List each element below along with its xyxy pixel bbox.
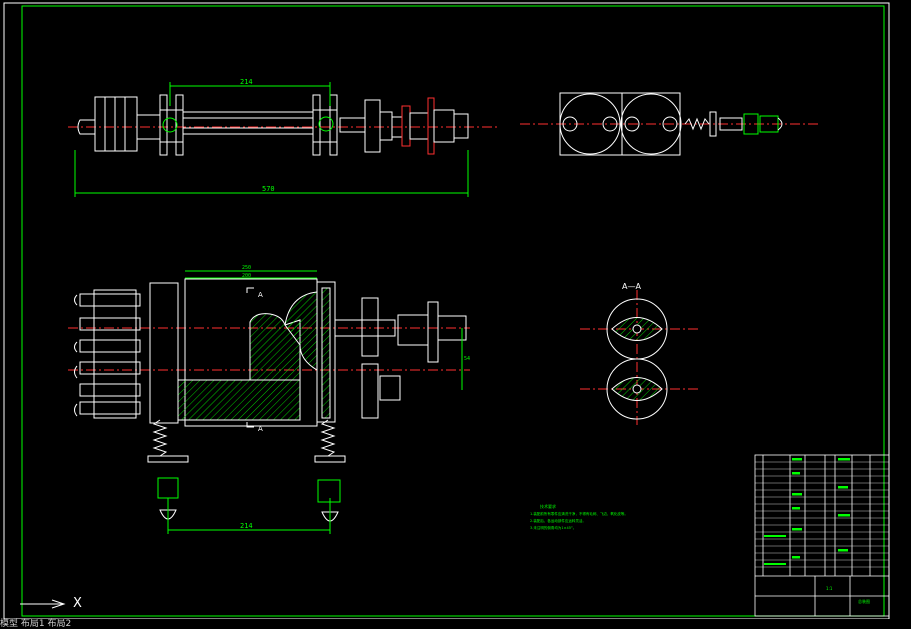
dim-top-lower: 570: [262, 185, 275, 193]
tech-notes-title: 技术要求: [540, 503, 556, 509]
front-view: 250 200 214 54 A A: [68, 265, 470, 534]
drawing-name: 总装图: [858, 598, 870, 604]
ucs-arrow-icon: [20, 599, 66, 609]
ucs-x-label: X: [73, 596, 82, 611]
outer-frame: [3, 2, 890, 620]
tech-notes: 技术要求 1.装配前所有零件应清洗干净，不得有毛刺、飞边、氧化皮等。 2.装配后…: [530, 503, 628, 530]
tech-note-1: 1.装配前所有零件应清洗干净，不得有毛刺、飞边、氧化皮等。: [530, 511, 628, 516]
drawing-scale: 1:1: [826, 586, 833, 591]
parts-list-cells: [764, 458, 850, 565]
section-mark-bottom: A: [258, 425, 263, 433]
section-aa-view: A—A: [580, 282, 700, 425]
dim-front-bottom: 214: [240, 522, 253, 530]
dim-front-2: 200: [242, 273, 251, 279]
parts-list-rows: [755, 461, 889, 568]
top-view: 214 570: [68, 78, 500, 197]
dim-top-upper: 214: [240, 78, 253, 86]
end-view: [520, 92, 820, 156]
inner-frame: [21, 5, 885, 617]
tech-note-2: 2.装配后，各运动部件应运转灵活。: [530, 518, 586, 523]
tech-note-3: 3.未注明的倒角均为1×45°。: [530, 525, 576, 530]
dim-front-1: 250: [242, 265, 251, 271]
title-block: [754, 454, 890, 617]
section-aa-label: A—A: [622, 282, 641, 291]
dim-front-right: 54: [464, 356, 470, 362]
section-mark-top: A: [258, 291, 263, 299]
layout-tabs[interactable]: 模型 布局1 布局2: [0, 619, 911, 629]
